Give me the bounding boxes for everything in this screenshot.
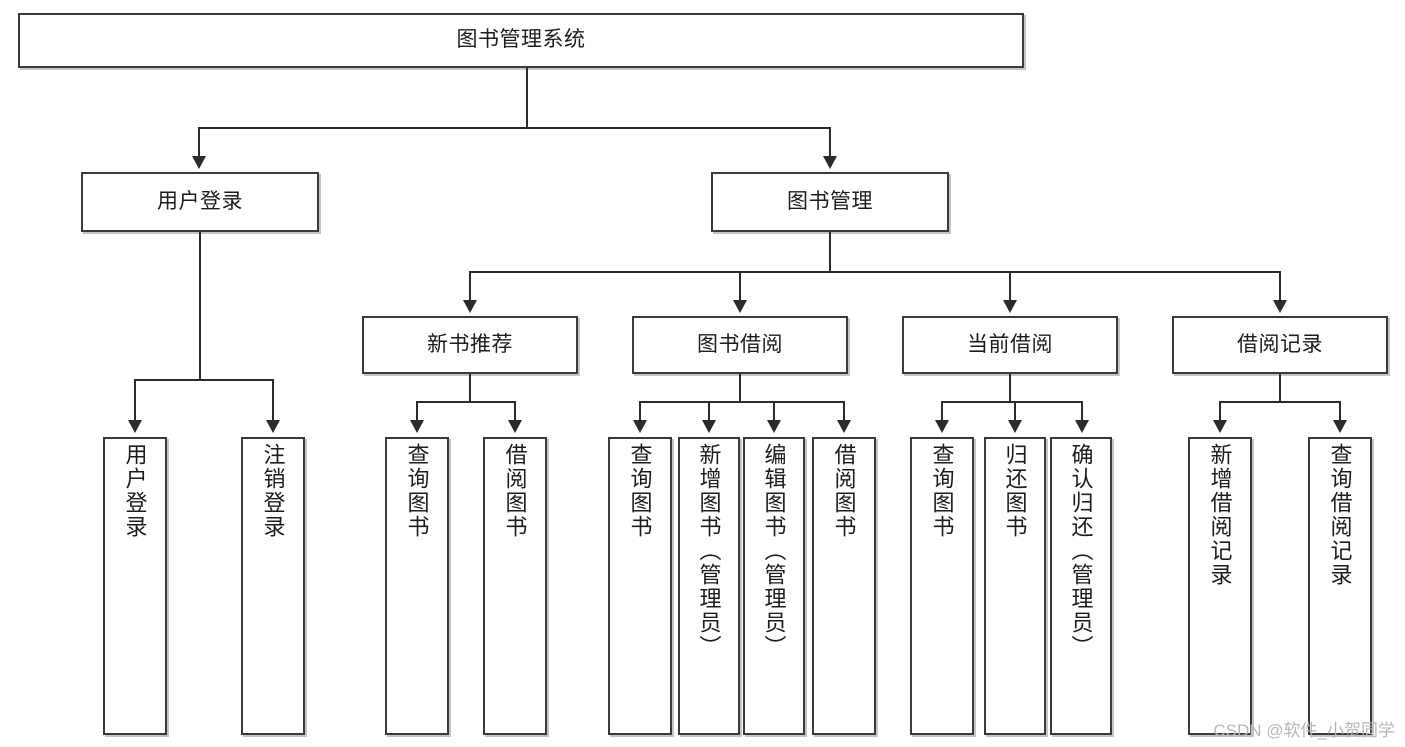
node-leaf-add-borrow-record[interactable]: 新增借阅记录 (1188, 437, 1252, 735)
node-label: 查询图书 (627, 443, 653, 539)
node-label: 当前借阅 (967, 332, 1053, 356)
arrow-br-to-leaf-1 (1333, 420, 1347, 433)
edge-borrow-records-stem (1279, 374, 1281, 402)
node-leaf-return-book[interactable]: 归还图书 (984, 437, 1046, 735)
node-leaf-user-login[interactable]: 用户登录 (103, 437, 167, 735)
node-label: 新书推荐 (427, 332, 513, 356)
node-leaf-confirm-return-admin[interactable]: 确认归还（管理员） (1050, 437, 1112, 735)
node-leaf-query-book-newbook[interactable]: 查询图书 (385, 437, 449, 735)
arrow-cb-to-leaf-2 (1075, 420, 1089, 433)
arrow-bb-to-leaf-3 (837, 420, 851, 433)
edge-new-book-stem (469, 374, 471, 402)
edge-br-to-leaf-0 (1219, 401, 1221, 422)
arrow-bb-to-leaf-1 (702, 420, 716, 433)
node-label: 图书管理系统 (456, 28, 586, 52)
edge-user-login-to-leaf-1 (272, 379, 274, 422)
arrow-bm-to-new-book (463, 300, 477, 313)
node-label: 用户登录 (122, 443, 148, 539)
node-label: 借阅记录 (1237, 332, 1323, 356)
arrow-nb-to-leaf-0 (410, 420, 424, 433)
arrow-br-to-leaf-0 (1213, 420, 1227, 433)
node-label: 新增图书（管理员） (696, 443, 722, 659)
edge-root-stem (526, 68, 528, 128)
edge-bb-to-leaf-3 (843, 401, 845, 422)
arrow-root-to-user-login (192, 156, 206, 169)
edge-user-login-bus (134, 379, 273, 381)
node-leaf-query-book-borrow[interactable]: 查询图书 (608, 437, 672, 735)
edge-br-to-leaf-1 (1339, 401, 1341, 422)
edge-cb-to-leaf-2 (1081, 401, 1083, 422)
arrow-bm-to-records (1273, 300, 1287, 313)
edge-root-to-book-management (829, 127, 831, 159)
node-book-management[interactable]: 图书管理 (711, 172, 949, 232)
edge-bm-to-current (1009, 271, 1011, 303)
edge-bm-to-borrow (739, 271, 741, 303)
edge-borrow-records-bus (1219, 401, 1340, 403)
node-user-login[interactable]: 用户登录 (81, 172, 319, 232)
node-label: 编辑图书（管理员） (761, 443, 787, 659)
node-label: 查询借阅记录 (1327, 443, 1353, 587)
arrow-bm-to-current (1003, 300, 1017, 313)
edge-user-login-to-leaf-0 (134, 379, 136, 422)
edge-book-management-bus (469, 271, 1280, 273)
edge-nb-to-leaf-1 (514, 401, 516, 422)
edge-bb-to-leaf-0 (639, 401, 641, 422)
edge-current-borrow-bus (941, 401, 1081, 403)
edge-book-management-stem (829, 232, 831, 272)
edge-root-to-user-login (198, 127, 200, 159)
node-leaf-borrow-book[interactable]: 借阅图书 (812, 437, 876, 735)
edge-book-borrow-bus (639, 401, 844, 403)
arrow-nb-to-leaf-1 (508, 420, 522, 433)
node-label: 确认归还（管理员） (1068, 443, 1094, 659)
node-borrow-records[interactable]: 借阅记录 (1172, 316, 1388, 374)
node-label: 借阅图书 (502, 443, 528, 539)
edge-root-bus (198, 127, 830, 129)
arrow-user-login-to-leaf-0 (128, 420, 142, 433)
node-leaf-query-book-current[interactable]: 查询图书 (910, 437, 974, 735)
node-leaf-add-book-admin[interactable]: 新增图书（管理员） (678, 437, 740, 735)
edge-cb-to-leaf-0 (941, 401, 943, 422)
node-current-borrow[interactable]: 当前借阅 (902, 316, 1118, 374)
edge-user-login-stem (199, 232, 201, 380)
edge-cb-to-leaf-1 (1014, 401, 1016, 422)
arrow-bm-to-borrow (733, 300, 747, 313)
node-leaf-edit-book-admin[interactable]: 编辑图书（管理员） (743, 437, 805, 735)
edge-book-borrow-stem (739, 374, 741, 402)
arrow-bb-to-leaf-2 (767, 420, 781, 433)
node-label: 新增借阅记录 (1207, 443, 1233, 587)
edge-nb-to-leaf-0 (416, 401, 418, 422)
csdn-watermark: CSDN @软件_小贺同学 (1213, 721, 1395, 740)
node-label: 图书管理 (787, 189, 873, 213)
node-leaf-query-borrow-record[interactable]: 查询借阅记录 (1308, 437, 1372, 735)
node-new-book-recommend[interactable]: 新书推荐 (362, 316, 578, 374)
edge-bm-to-records (1279, 271, 1281, 303)
node-leaf-logout[interactable]: 注销登录 (241, 437, 305, 735)
edge-bb-to-leaf-2 (773, 401, 775, 422)
arrow-cb-to-leaf-1 (1008, 420, 1022, 433)
node-root-book-management-system[interactable]: 图书管理系统 (18, 13, 1024, 68)
edge-bb-to-leaf-1 (708, 401, 710, 422)
arrow-user-login-to-leaf-1 (266, 420, 280, 433)
node-label: 查询图书 (404, 443, 430, 539)
node-label: 归还图书 (1002, 443, 1028, 539)
arrow-bb-to-leaf-0 (633, 420, 647, 433)
edge-bm-to-new-book (469, 271, 471, 303)
node-label: 用户登录 (157, 189, 243, 213)
arrow-cb-to-leaf-0 (935, 420, 949, 433)
node-label: 注销登录 (260, 443, 286, 539)
node-label: 查询图书 (929, 443, 955, 539)
arrow-root-to-book-management (823, 156, 837, 169)
node-leaf-borrow-book-newbook[interactable]: 借阅图书 (483, 437, 547, 735)
edge-current-borrow-stem (1009, 374, 1011, 402)
node-book-borrow[interactable]: 图书借阅 (632, 316, 848, 374)
edge-new-book-bus (416, 401, 515, 403)
node-label: 借阅图书 (831, 443, 857, 539)
node-label: 图书借阅 (697, 332, 783, 356)
